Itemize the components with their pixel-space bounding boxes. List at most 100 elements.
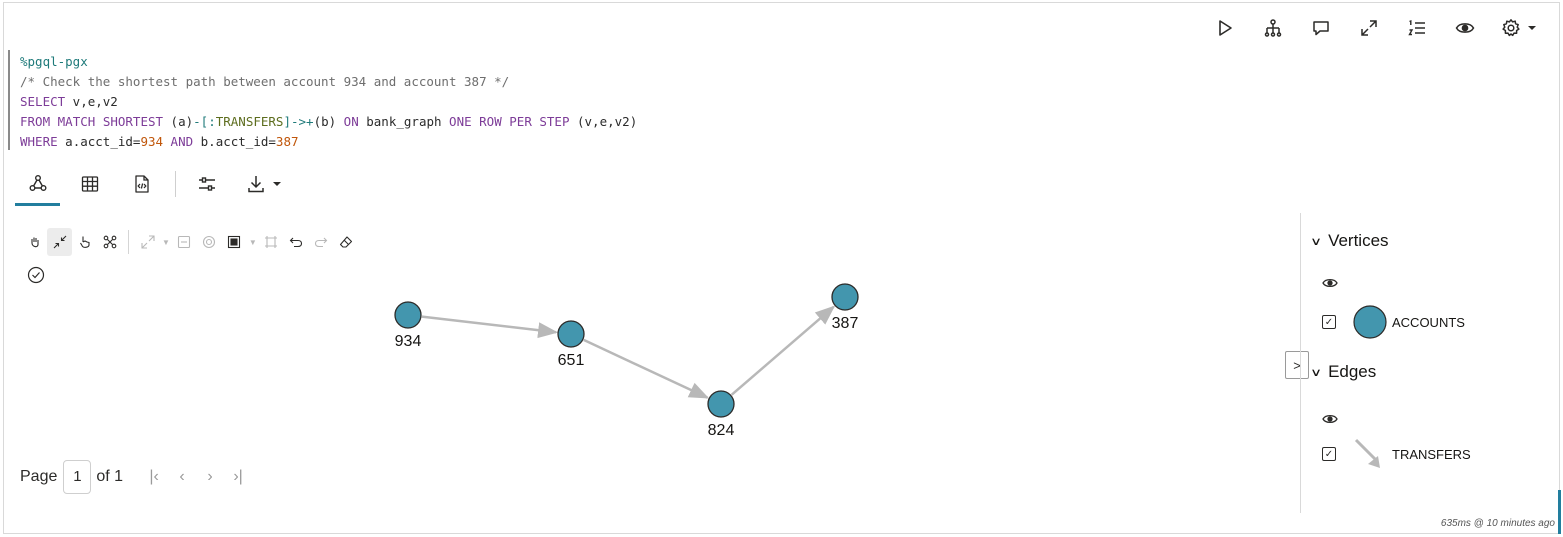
- undo-tool[interactable]: [284, 228, 309, 256]
- vertex-style-swatch[interactable]: [1352, 304, 1388, 340]
- tab-separator: [175, 171, 176, 197]
- vertex-legend-label: ACCOUNTS: [1392, 314, 1465, 330]
- chevron-down-icon[interactable]: ▼: [162, 237, 170, 247]
- redo-tool[interactable]: [309, 228, 334, 256]
- network-icon: [103, 235, 116, 249]
- first-page-icon[interactable]: |‹: [149, 468, 159, 485]
- last-page-icon[interactable]: ›|: [233, 468, 243, 485]
- query-editor[interactable]: %pgql-pgx/* Check the shortest path betw…: [8, 50, 1548, 150]
- keyword: FROM: [20, 114, 51, 129]
- graph-view-tab[interactable]: [15, 162, 60, 206]
- expand-button[interactable]: [1345, 14, 1393, 42]
- keyword: ONE: [449, 114, 472, 129]
- next-page-icon[interactable]: ›: [207, 468, 213, 485]
- keyword: ON: [343, 114, 359, 129]
- run-button[interactable]: [1201, 14, 1249, 42]
- ungroup-tool[interactable]: [259, 228, 284, 256]
- chevron-down-icon: ∨: [1309, 366, 1323, 379]
- numbered-list-icon: [1408, 19, 1425, 36]
- chevron-down-icon[interactable]: ▼: [248, 237, 257, 247]
- expand-icon: [1361, 20, 1377, 36]
- group-icon: [228, 235, 241, 249]
- eye-icon[interactable]: [1322, 412, 1338, 426]
- eye-icon[interactable]: [1322, 276, 1338, 290]
- edge-visibility-checkbox[interactable]: ✓: [1322, 447, 1336, 461]
- code-line-5: WHERE a.acct_id=934 AND b.acct_id=387: [20, 132, 1548, 152]
- chevron-down-icon: ∨: [1309, 235, 1323, 248]
- number-literal: 934: [140, 134, 164, 149]
- page-count-label: of 1: [96, 468, 124, 485]
- select-tool[interactable]: [72, 228, 97, 256]
- edge-style-swatch[interactable]: [1352, 436, 1388, 472]
- collapse-legend-button[interactable]: >: [1285, 351, 1309, 379]
- settings-button[interactable]: [1489, 14, 1549, 42]
- scrollbar-thumb[interactable]: [1558, 490, 1561, 534]
- code-operator: ]->+: [283, 114, 314, 129]
- legend-divider: [1300, 213, 1301, 513]
- vertices-section-header[interactable]: ∨ Vertices: [1309, 229, 1389, 253]
- edges-section-header[interactable]: ∨ Edges: [1309, 360, 1377, 384]
- expand-tool[interactable]: [135, 228, 160, 256]
- focus-tool[interactable]: [197, 228, 222, 256]
- clear-tool[interactable]: [334, 228, 359, 256]
- code-file-icon: [134, 175, 149, 193]
- vertex-visibility-checkbox[interactable]: ✓: [1322, 315, 1336, 329]
- code-line-3: SELECT v,e,v2: [20, 92, 1548, 112]
- gear-icon: [1502, 19, 1520, 37]
- execution-status: 635ms @ 10 minutes ago: [1440, 518, 1555, 529]
- vertex-651[interactable]: [557, 320, 585, 348]
- edge-label-literal: TRANSFERS: [215, 114, 284, 129]
- code-text: (a): [163, 114, 194, 129]
- code-text: a.acct_id=: [57, 134, 141, 149]
- download-icon: [248, 176, 264, 193]
- keyword: STEP: [539, 114, 570, 129]
- code-line-4: FROM MATCH SHORTEST (a)-[:TRANSFERS]->+(…: [20, 112, 1548, 132]
- keyword: ROW: [479, 114, 502, 129]
- download-button[interactable]: [236, 162, 292, 206]
- hierarchy-icon: [1264, 19, 1282, 37]
- code-comment: /* Check the shortest path between accou…: [20, 74, 510, 89]
- collapse-tool[interactable]: [172, 228, 197, 256]
- code-text: v,e,v2: [65, 94, 118, 109]
- network-tool[interactable]: [97, 228, 122, 256]
- edges-title: Edges: [1328, 362, 1377, 381]
- vertex-824[interactable]: [707, 390, 735, 418]
- page-number-input[interactable]: 1: [63, 460, 92, 494]
- toolbar-separator: [128, 230, 129, 254]
- graph-settings-tab[interactable]: [184, 162, 229, 206]
- keyword: PER: [509, 114, 532, 129]
- vertex-934[interactable]: [394, 301, 422, 329]
- chevron-right-icon: >: [1293, 357, 1301, 373]
- check-circle-icon[interactable]: [27, 266, 45, 284]
- fit-to-screen-tool[interactable]: [47, 228, 72, 256]
- code-operator: -[:: [193, 114, 216, 129]
- sliders-icon: [198, 177, 215, 191]
- chevron-down-icon: [1528, 26, 1536, 30]
- pointer-hand-icon: [79, 236, 90, 248]
- previous-page-icon[interactable]: ‹: [179, 468, 185, 485]
- graph-settings-button[interactable]: [1249, 14, 1297, 42]
- graph-icon: [29, 174, 46, 191]
- comments-button[interactable]: [1297, 14, 1345, 42]
- code-text: b.acct_id=: [193, 134, 276, 149]
- source-tab[interactable]: [119, 162, 164, 206]
- vertex-387[interactable]: [831, 283, 859, 311]
- code-text: (v,e,v2): [569, 114, 638, 129]
- pan-tool[interactable]: [22, 228, 47, 256]
- chat-icon: [1313, 21, 1329, 36]
- vertex-legend-item: ✓ ACCOUNTS: [1322, 304, 1465, 340]
- line-numbers-button[interactable]: [1393, 14, 1441, 42]
- group-tool[interactable]: [222, 228, 247, 256]
- visibility-button[interactable]: [1441, 14, 1489, 42]
- edge-legend-item: ✓ TRANSFERS: [1322, 436, 1471, 472]
- code-line-2: /* Check the shortest path between accou…: [20, 72, 1548, 92]
- table-view-tab[interactable]: [67, 162, 112, 206]
- shrink-icon: [53, 235, 66, 249]
- redo-icon: [315, 237, 328, 248]
- vertices-title: Vertices: [1328, 231, 1389, 250]
- hand-icon: [30, 237, 39, 248]
- undo-icon: [290, 237, 303, 248]
- paragraph-toolbar: [1201, 14, 1549, 42]
- target-icon: [203, 235, 216, 249]
- eraser-icon: [340, 236, 353, 248]
